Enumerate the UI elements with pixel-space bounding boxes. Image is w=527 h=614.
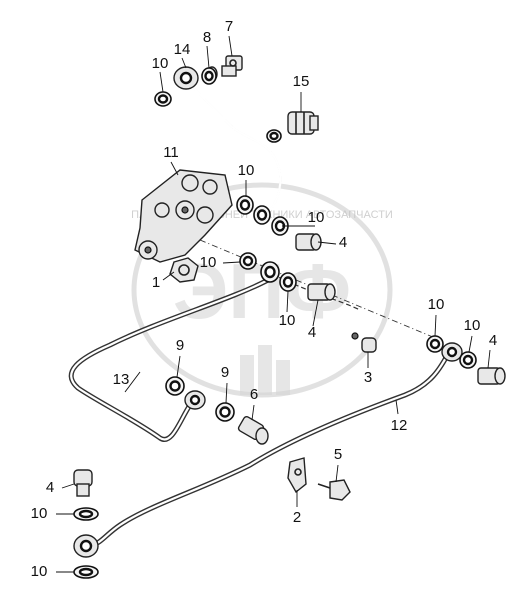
washer-10-valve-1 xyxy=(236,195,254,215)
washer-9-right xyxy=(215,402,235,422)
callout-10-h: 10 xyxy=(31,505,48,522)
washer-10-right-1 xyxy=(426,335,444,353)
bolt-7 xyxy=(221,55,243,77)
washer-10-left-upper xyxy=(73,507,99,521)
banjo-fitting-left-lower xyxy=(73,534,99,558)
callout-9-a: 9 xyxy=(176,337,184,354)
callout-6: 6 xyxy=(250,386,258,403)
callout-10-e: 10 xyxy=(279,312,296,329)
banjo-fitting-right xyxy=(441,342,463,362)
callout-5: 5 xyxy=(334,446,342,463)
bolt-5 xyxy=(317,479,351,501)
callout-10-b: 10 xyxy=(238,162,255,179)
callout-14: 13 xyxy=(113,371,130,388)
callout-labels: 10 14 8 7 15 11 10 10 4 10 1 10 4 10 10 … xyxy=(31,18,498,580)
callout-10-g: 10 xyxy=(464,317,481,334)
banjo-fitting-14 xyxy=(184,390,206,410)
banjo-fitting-13 xyxy=(173,66,199,90)
bolt-1 xyxy=(169,257,199,283)
callout-11: 11 xyxy=(163,144,179,161)
washer-15 xyxy=(266,129,282,143)
callout-10-f: 10 xyxy=(428,296,445,313)
callout-9-b: 9 xyxy=(221,364,229,381)
bolt-4-right xyxy=(477,367,506,385)
pipe-13 xyxy=(189,83,282,213)
valve-block xyxy=(134,169,233,263)
callout-8: 8 xyxy=(203,29,211,46)
callout-10-i: 10 xyxy=(31,563,48,580)
washer-10-topleft xyxy=(154,91,172,107)
callout-12: 12 xyxy=(391,417,408,434)
washer-10-mid-2 xyxy=(260,261,280,283)
washer-8 xyxy=(201,67,217,85)
callout-10-d: 10 xyxy=(200,254,217,271)
callout-13: 14 xyxy=(174,41,191,58)
bolt-4-left xyxy=(73,469,93,497)
callout-3: 3 xyxy=(364,369,372,386)
washer-9-left xyxy=(165,376,185,396)
washer-10-right-2 xyxy=(459,351,477,369)
pipe-12 xyxy=(89,348,453,548)
washer-10-left-lower xyxy=(73,565,99,579)
washer-10-mid-1 xyxy=(239,252,257,270)
leader-lines xyxy=(56,35,491,573)
watermark-building-icon xyxy=(240,345,290,395)
callout-4-d: 4 xyxy=(46,479,54,496)
washer-10-valve-2 xyxy=(253,205,271,225)
pipe-14 xyxy=(68,277,270,442)
callout-15: 15 xyxy=(293,73,310,90)
bracket-2 xyxy=(287,457,307,494)
breather-15 xyxy=(287,111,319,135)
bolt-4-middle xyxy=(307,283,336,301)
callout-4-a: 4 xyxy=(339,234,347,251)
washer-10-mid-3 xyxy=(279,272,297,292)
callout-1: 1 xyxy=(152,274,160,291)
callout-7: 7 xyxy=(225,18,233,35)
fitting-6 xyxy=(237,415,269,445)
callout-10-a: 10 xyxy=(152,55,169,72)
callout-4-b: 4 xyxy=(308,324,316,341)
callout-4-c: 4 xyxy=(489,332,497,349)
callout-10-c: 10 xyxy=(308,209,325,226)
callout-2: 2 xyxy=(293,509,301,526)
bolt-4-upper xyxy=(295,233,322,251)
plug-3 xyxy=(351,332,377,353)
